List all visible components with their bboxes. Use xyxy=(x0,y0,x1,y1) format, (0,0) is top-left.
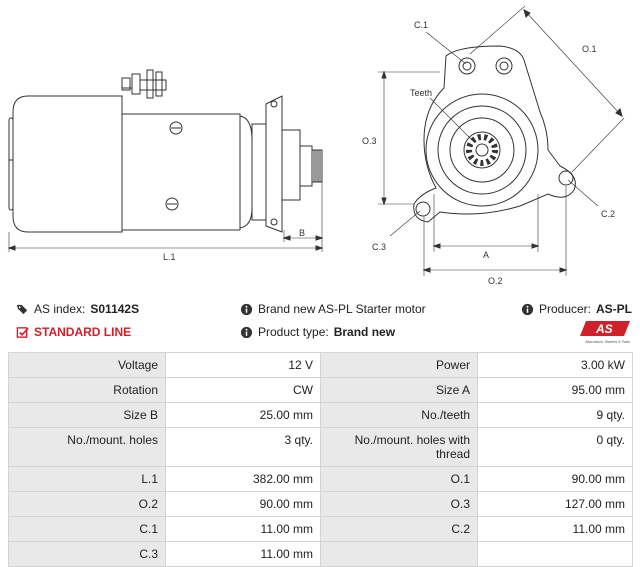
info-icon xyxy=(521,303,534,315)
as-index-label: AS index: xyxy=(34,302,86,316)
spec-key xyxy=(320,541,478,567)
spec-value: 12 V xyxy=(165,352,321,378)
spec-key: C.1 xyxy=(8,516,166,542)
spec-key: Size B xyxy=(8,402,166,428)
spec-value: 11.00 mm xyxy=(165,516,321,542)
check-square-icon xyxy=(16,326,29,338)
producer: Producer: AS-PL xyxy=(521,302,632,316)
logo-text: AS xyxy=(595,322,613,336)
standard-line-text: STANDARD LINE xyxy=(34,325,132,339)
spec-key: No./teeth xyxy=(320,402,478,428)
brand-info: Brand new AS-PL Starter motor xyxy=(240,302,426,316)
label-o1: O.1 xyxy=(582,44,597,54)
standard-line-badge: STANDARD LINE xyxy=(16,325,131,339)
spec-value: 3.00 kW xyxy=(477,352,633,378)
product-type-label: Product type: xyxy=(258,325,329,339)
spec-key: O.2 xyxy=(8,491,166,517)
label-c1: C.1 xyxy=(414,20,428,30)
spec-key: Voltage xyxy=(8,352,166,378)
spec-value: 25.00 mm xyxy=(165,402,321,428)
producer-label: Producer: xyxy=(538,302,591,316)
spec-value: 11.00 mm xyxy=(165,541,321,567)
as-index-value: S01142S xyxy=(90,302,140,316)
info-icon xyxy=(240,303,253,315)
info-icon xyxy=(240,326,253,338)
label-l1: L.1 xyxy=(163,252,176,262)
brand-text: Brand new AS-PL Starter motor xyxy=(258,302,426,316)
label-c2: C.2 xyxy=(601,209,615,219)
spec-key: L.1 xyxy=(8,466,166,492)
logo-tagline: Alternators, Starters & Parts xyxy=(585,340,630,344)
spec-key: No./mount. holes with thread xyxy=(320,427,478,467)
spec-key: No./mount. holes xyxy=(8,427,166,467)
as-index: AS index: S01142S xyxy=(16,302,139,316)
label-teeth: Teeth xyxy=(410,88,432,98)
label-a: A xyxy=(483,250,489,260)
product-type: Product type: Brand new xyxy=(240,325,395,339)
spec-key: C.3 xyxy=(8,541,166,567)
label-c3: C.3 xyxy=(372,242,386,252)
spec-value: 3 qty. xyxy=(165,427,321,467)
spec-value: 95.00 mm xyxy=(477,377,633,403)
label-b: B xyxy=(299,228,305,238)
spec-key: Power xyxy=(320,352,478,378)
producer-value: AS-PL xyxy=(596,302,632,316)
starter-motor-drawing: L.1 B C.1 O.1 Teeth O.3 C.2 C.3 A O.2 xyxy=(7,5,625,286)
spec-key: O.1 xyxy=(320,466,478,492)
label-o2: O.2 xyxy=(488,276,503,286)
spec-value xyxy=(477,541,633,567)
spec-value: 0 qty. xyxy=(477,427,633,467)
spec-key: O.3 xyxy=(320,491,478,517)
spec-value: 382.00 mm xyxy=(165,466,321,492)
spec-value: CW xyxy=(165,377,321,403)
spec-value: 90.00 mm xyxy=(165,491,321,517)
spec-key: Size A xyxy=(320,377,478,403)
as-pl-logo: AS Alternators, Starters & Parts xyxy=(580,321,630,344)
label-o3: O.3 xyxy=(362,136,377,146)
spec-value: 90.00 mm xyxy=(477,466,633,492)
pinion-gear xyxy=(466,134,498,166)
spec-key: C.2 xyxy=(320,516,478,542)
spec-value: 9 qty. xyxy=(477,402,633,428)
spec-value: 127.00 mm xyxy=(477,491,633,517)
front-view xyxy=(378,5,625,276)
side-view xyxy=(7,69,324,252)
spec-key: Rotation xyxy=(8,377,166,403)
tags-icon xyxy=(16,304,28,314)
spec-value: 11.00 mm xyxy=(477,516,633,542)
product-type-value: Brand new xyxy=(333,325,396,339)
